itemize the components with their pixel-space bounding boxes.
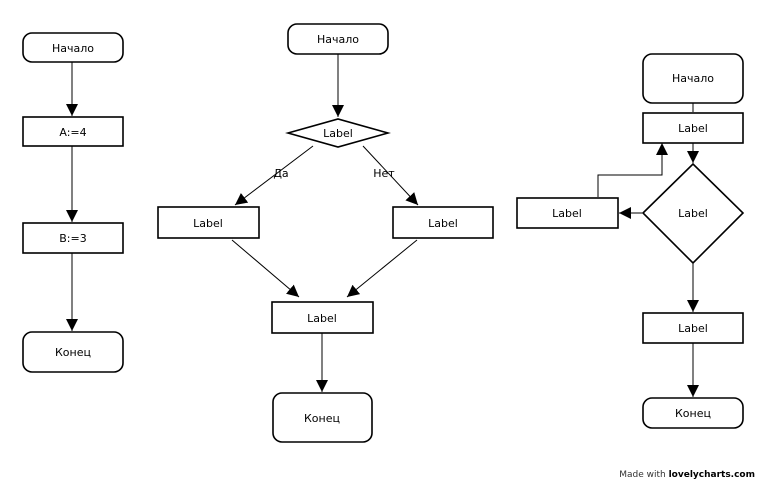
flow1-start-label: Начало [52,42,94,55]
flow3-after-label: Label [678,322,708,335]
flow3: Начало Label Label Label Label Конец [516,53,745,429]
flow1-step2-label: B:=3 [59,232,86,245]
watermark-brand: lovelycharts.com [668,470,755,480]
flow3-decision-node[interactable]: Label [641,162,745,265]
watermark-prefix: Made with [619,470,666,480]
flow2-decision-node[interactable]: Label [285,118,391,148]
flow2-start-node[interactable]: Начало [287,23,389,55]
flow2-start-label: Начало [317,33,359,46]
flow2-yes-label: Да [273,167,288,180]
flow3-start-label: Начало [672,72,714,85]
flow1-end-node[interactable]: Конец [22,331,124,373]
flow3-end-label: Конец [675,407,711,420]
flow2-right-action-label: Label [428,217,458,230]
flow3-end-node[interactable]: Конец [642,397,744,429]
flow2-merge-node[interactable]: Label [271,301,374,334]
flow3-loop-action-node[interactable]: Label [516,197,619,229]
flow2-no-label: Нет [373,167,395,180]
flow2-decision-label: Label [323,127,353,140]
flow2-arrow-right-merge [346,239,418,298]
flow3-arrow-loop-process [597,143,668,197]
flow3-process-label: Label [678,122,708,135]
flow1-step1-node[interactable]: A:=4 [22,116,124,147]
flow3-after-node[interactable]: Label [642,312,744,344]
flow3-decision-label: Label [678,207,708,220]
flow1-step2-node[interactable]: B:=3 [22,222,124,254]
flow1-end-label: Конец [55,346,91,359]
flow3-loop-action-label: Label [552,207,582,220]
flow2-arrow-left-merge [231,239,300,298]
flow2-right-action-node[interactable]: Label [392,206,494,239]
flow2-arrow-no [362,145,419,206]
flow1: Начало A:=4 B:=3 Конец [22,32,124,373]
flow1-start-node[interactable]: Начало [22,32,124,63]
flow3-start-node[interactable]: Начало [642,53,744,104]
flow2-arrow-yes [234,145,314,206]
flow2-merge-label: Label [307,312,337,325]
flow2: Да Нет Начало Label Label Label Label Ко… [157,23,494,443]
flow2-left-action-label: Label [193,217,223,230]
flow2-end-node[interactable]: Конец [272,392,373,443]
flow2-left-action-node[interactable]: Label [157,206,260,239]
flow1-step1-label: A:=4 [59,126,86,139]
watermark: Made with lovelycharts.com [619,470,755,480]
flow3-process-node[interactable]: Label [642,112,744,144]
flow2-end-label: Конец [304,412,340,425]
